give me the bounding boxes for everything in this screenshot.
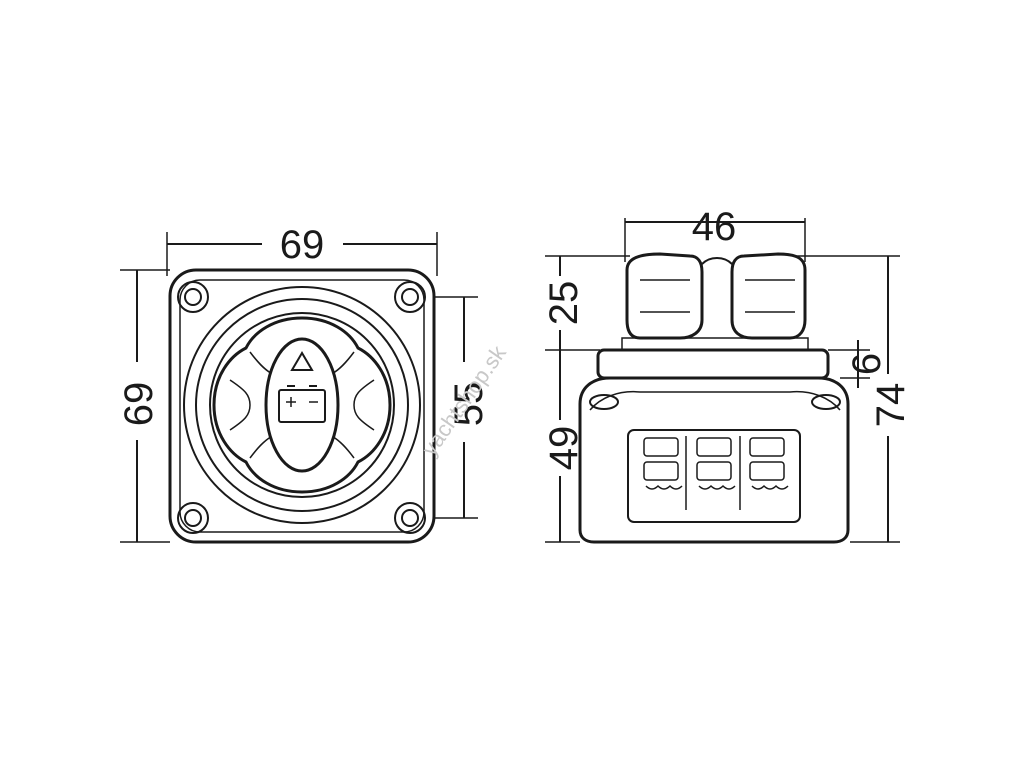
front-height-label: 69 [117, 382, 161, 427]
terminal-studs [643, 436, 789, 510]
rotary-knob [212, 316, 392, 494]
front-view: 69 69 55 [117, 223, 491, 544]
front-hole-spacing-dimension: 55 [410, 296, 491, 519]
side-knob [621, 252, 809, 351]
arrow-icon [290, 351, 314, 371]
side-knob-height-dimension: 25 [542, 255, 630, 351]
side-top-width-label: 46 [692, 205, 737, 249]
side-knob-height-label: 25 [542, 281, 586, 326]
side-body [578, 376, 850, 544]
side-total-height-label: 74 [869, 383, 913, 428]
knob-grip [264, 337, 340, 473]
side-view: 46 25 49 6 74 [542, 205, 913, 544]
front-hole-spacing-label: 55 [447, 382, 491, 427]
side-top-width-dimension: 46 [624, 205, 806, 262]
front-width-dimension: 69 [166, 223, 438, 276]
side-total-height-dimension: 74 [795, 255, 913, 543]
side-flange [596, 348, 830, 380]
screw-holes [177, 281, 426, 534]
front-height-dimension: 69 [117, 269, 170, 543]
side-step-height-label: 6 [845, 353, 889, 375]
side-step-height-dimension: 6 [828, 340, 889, 388]
front-width-label: 69 [280, 223, 325, 267]
battery-icon [278, 385, 326, 423]
outer-ring [183, 286, 421, 524]
terminal-window [627, 429, 801, 523]
